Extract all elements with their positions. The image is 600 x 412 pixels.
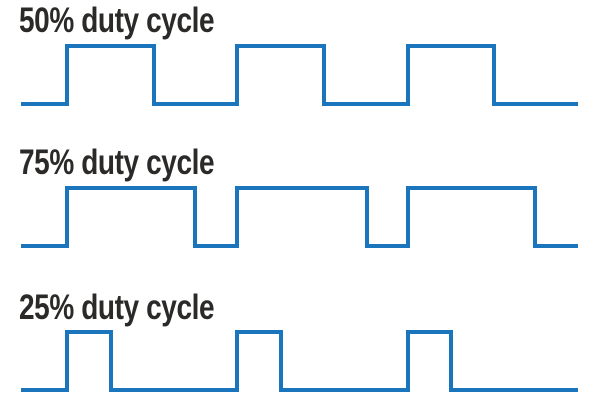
square-wave-75-line xyxy=(21,186,578,248)
waveform-label-25: 25% duty cycle xyxy=(19,288,215,327)
square-wave-50-line xyxy=(21,44,578,106)
waveform-plot-50 xyxy=(21,44,578,106)
square-wave-25-line xyxy=(21,330,578,392)
waveform-plot-25 xyxy=(21,330,578,392)
waveform-plot-75 xyxy=(21,186,578,248)
waveform-label-50: 50% duty cycle xyxy=(19,1,215,40)
waveform-label-75: 75% duty cycle xyxy=(19,143,215,182)
